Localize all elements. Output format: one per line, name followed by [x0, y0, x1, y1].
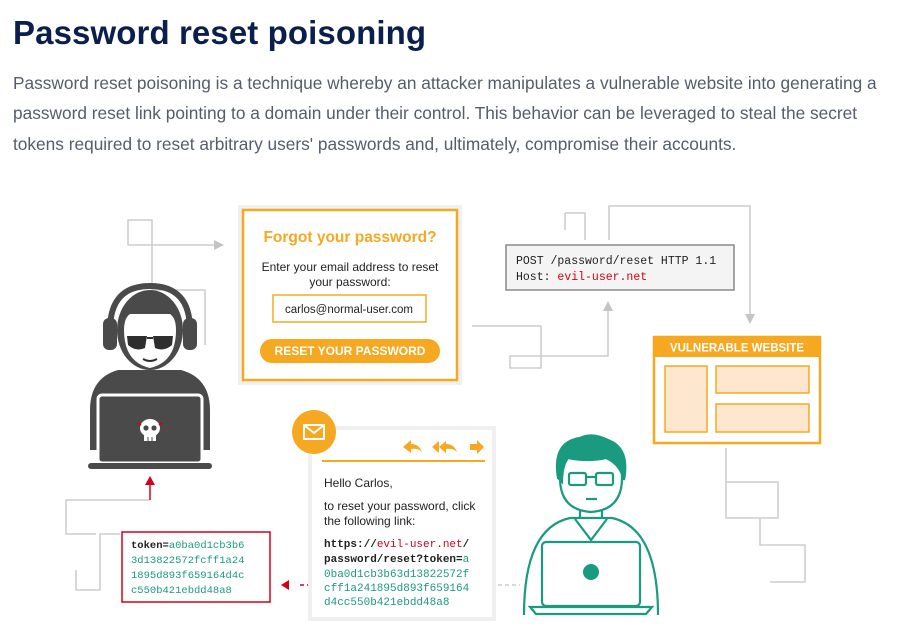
token-line-2: 3d13822572fcff1a24: [131, 555, 244, 567]
page-title: Password reset poisoning: [13, 14, 427, 51]
email-body-line-2: the following link:: [324, 514, 415, 528]
intro-paragraph: Password reset poisoning is a technique …: [13, 73, 877, 154]
email-field-value: carlos@normal-user.com: [285, 304, 413, 316]
request-line-2: Host: evil-user.net: [516, 271, 647, 284]
reset-link-scheme: https://: [324, 539, 377, 551]
reset-link-line-5: d4cc550b421ebdd48a8: [324, 597, 449, 609]
attacker-figure: [88, 282, 212, 469]
stolen-token-box: token=a0ba0d1cb3b6 3d13822572fcff1a24 18…: [121, 531, 271, 603]
envelope-icon: [292, 410, 336, 454]
forward-icon[interactable]: [470, 440, 484, 454]
reset-link-token-start: a: [463, 554, 470, 566]
token-line-1: token=a0ba0d1cb3b6: [131, 540, 244, 552]
victim-figure: [522, 434, 660, 616]
reset-password-button-label: RESET YOUR PASSWORD: [275, 344, 426, 358]
poisoned-reset-link[interactable]: https://evil-user.net/ password/reset?to…: [324, 539, 470, 609]
reset-link-line-2: password/reset?token=a: [324, 554, 470, 566]
reset-link-line-3: 0ba0d1cb3b63d13822572f: [324, 569, 469, 581]
vulnerable-website: VULNERABLE WEBSITE: [652, 335, 822, 445]
email-body-line-1: to reset your password, click: [324, 499, 476, 513]
form-prompt-line-2: your password:: [309, 275, 390, 289]
request-host-value: evil-user.net: [557, 271, 647, 284]
email-field[interactable]: [272, 294, 427, 323]
skull-icon: [137, 419, 163, 441]
website-label: VULNERABLE WEBSITE: [670, 343, 805, 355]
email-card: Hello Carlos, to reset your password, cl…: [308, 426, 496, 621]
reset-link-slash: /: [463, 539, 470, 551]
reply-icon[interactable]: [403, 440, 422, 453]
flow-connectors: [65, 205, 806, 591]
http-request-box: POST /password/reset HTTP 1.1 Host: evil…: [505, 244, 735, 291]
form-heading: Forgot your password?: [263, 229, 436, 246]
token-line-4: c550b421ebdd48a8: [131, 585, 232, 597]
forgot-password-form: Forgot your password? Enter your email a…: [238, 205, 462, 385]
email-actions: [403, 440, 484, 454]
reset-link-path: password/reset?token=: [324, 554, 463, 566]
reply-all-icon[interactable]: [432, 441, 457, 453]
reset-link-domain: evil-user.net: [377, 539, 463, 551]
laptop-logo-dot: [583, 564, 599, 580]
form-prompt-line-1: Enter your email address to reset: [262, 260, 439, 274]
reset-password-button[interactable]: [260, 339, 440, 363]
request-line-1: POST /password/reset HTTP 1.1: [516, 255, 716, 268]
token-value-start: a0ba0d1cb3b6: [169, 540, 245, 552]
reset-link-line-4: cff1a241895d893f659164: [324, 583, 470, 595]
request-host-label: Host:: [516, 271, 557, 284]
reset-link-line-1: https://evil-user.net/: [324, 539, 470, 551]
token-label: token=: [131, 540, 169, 552]
token-line-3: 1895d893f659164d4c: [131, 570, 244, 582]
red-arrow-to-attacker: [145, 476, 155, 500]
email-greeting: Hello Carlos,: [324, 476, 393, 490]
